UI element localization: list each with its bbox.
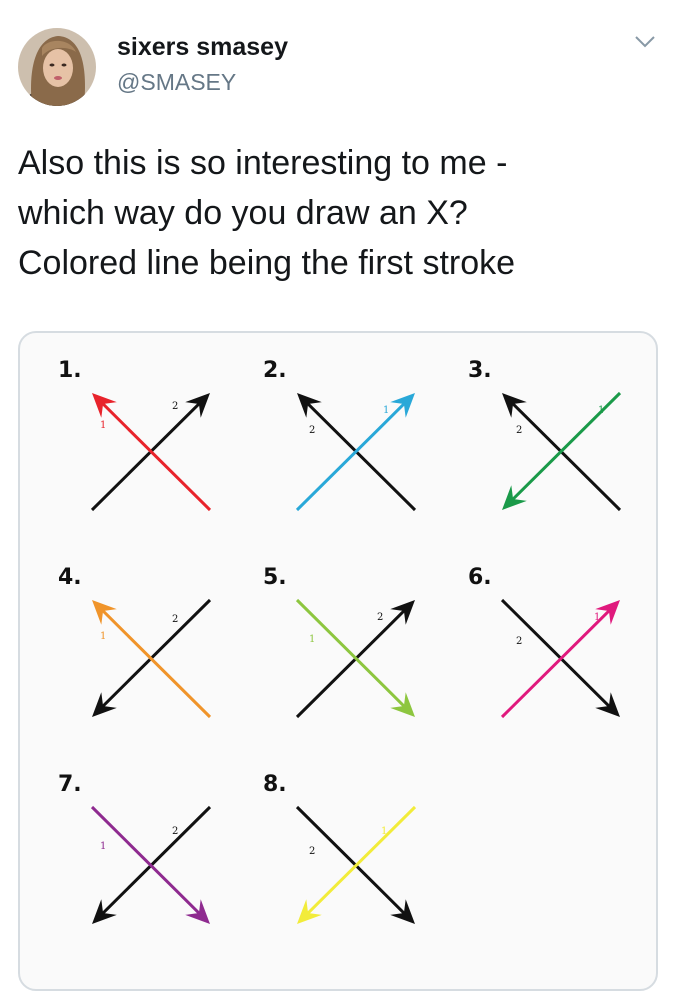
option-number: 1. bbox=[58, 358, 82, 383]
stroke-label-1: 1 bbox=[100, 841, 106, 852]
first-stroke bbox=[510, 391, 622, 502]
x-option-8: 8.12 bbox=[263, 772, 417, 924]
stroke-label-1: 1 bbox=[598, 405, 604, 416]
first-stroke-arrowhead bbox=[297, 899, 322, 924]
display-name[interactable]: sixers smasey bbox=[117, 33, 288, 61]
first-stroke bbox=[90, 805, 202, 916]
second-stroke bbox=[100, 805, 212, 916]
first-stroke bbox=[295, 401, 407, 512]
stroke-label-1: 1 bbox=[383, 405, 389, 416]
second-stroke-arrowhead bbox=[185, 393, 210, 418]
stroke-label-1: 1 bbox=[309, 634, 315, 645]
stroke-label-1: 1 bbox=[594, 612, 600, 623]
second-stroke bbox=[500, 598, 612, 709]
tweet-text-line: which way do you draw an X? bbox=[18, 194, 468, 232]
second-stroke-arrowhead bbox=[502, 393, 527, 418]
x-stroke-diagram: 1.122.123.124.125.126.127.128.12 bbox=[58, 358, 622, 924]
first-stroke bbox=[500, 608, 612, 719]
stroke-label-2: 2 bbox=[377, 612, 383, 623]
first-stroke-arrowhead bbox=[92, 393, 117, 418]
chevron-down-icon[interactable] bbox=[634, 34, 656, 50]
second-stroke bbox=[305, 401, 417, 512]
stroke-label-2: 2 bbox=[309, 425, 315, 436]
second-stroke-arrowhead bbox=[297, 393, 322, 418]
second-stroke-arrowhead bbox=[595, 692, 620, 717]
x-option-4: 4.12 bbox=[58, 565, 212, 719]
x-option-2: 2.12 bbox=[263, 358, 417, 512]
first-stroke bbox=[100, 401, 212, 512]
second-stroke-arrowhead bbox=[92, 899, 117, 924]
option-number: 5. bbox=[263, 565, 287, 590]
stroke-label-1: 1 bbox=[100, 420, 106, 431]
stroke-label-2: 2 bbox=[172, 401, 178, 412]
x-option-6: 6.12 bbox=[468, 565, 620, 719]
first-stroke-arrowhead bbox=[185, 899, 210, 924]
option-number: 3. bbox=[468, 358, 492, 383]
stroke-label-2: 2 bbox=[172, 614, 178, 625]
user-handle[interactable]: @SMASEY bbox=[117, 69, 237, 95]
second-stroke bbox=[295, 805, 407, 916]
option-number: 2. bbox=[263, 358, 287, 383]
stroke-label-1: 1 bbox=[100, 631, 106, 642]
first-stroke-arrowhead bbox=[502, 485, 527, 510]
stroke-label-2: 2 bbox=[516, 636, 522, 647]
first-stroke bbox=[100, 608, 212, 719]
first-stroke bbox=[295, 598, 407, 709]
stroke-label-1: 1 bbox=[381, 826, 387, 837]
tweet-text-line: Also this is so interesting to me - bbox=[18, 144, 508, 182]
second-stroke-arrowhead bbox=[92, 692, 117, 717]
second-stroke bbox=[510, 401, 622, 512]
stroke-label-2: 2 bbox=[516, 425, 522, 436]
x-option-5: 5.12 bbox=[263, 565, 415, 719]
first-stroke-arrowhead bbox=[390, 692, 415, 717]
first-stroke-arrowhead bbox=[92, 600, 117, 625]
option-number: 8. bbox=[263, 772, 287, 797]
x-option-7: 7.12 bbox=[58, 772, 212, 924]
first-stroke bbox=[305, 805, 417, 916]
stroke-label-2: 2 bbox=[172, 826, 178, 837]
avatar[interactable] bbox=[18, 28, 96, 106]
option-number: 7. bbox=[58, 772, 82, 797]
second-stroke-arrowhead bbox=[390, 899, 415, 924]
first-stroke-arrowhead bbox=[595, 600, 620, 625]
x-option-3: 3.12 bbox=[468, 358, 622, 512]
option-number: 6. bbox=[468, 565, 492, 590]
tweet-header: sixers smasey @SMASEY bbox=[0, 0, 678, 120]
first-stroke-arrowhead bbox=[390, 393, 415, 418]
second-stroke-arrowhead bbox=[390, 600, 415, 625]
second-stroke bbox=[100, 598, 212, 709]
second-stroke bbox=[90, 401, 202, 512]
tweet-text-line: Colored line being the first stroke bbox=[18, 244, 516, 282]
avatar-image bbox=[18, 28, 96, 106]
x-option-1: 1.12 bbox=[58, 358, 212, 512]
tweet-text: Also this is so interesting to me - whic… bbox=[18, 138, 668, 288]
stroke-label-2: 2 bbox=[309, 846, 315, 857]
second-stroke bbox=[295, 608, 407, 719]
option-number: 4. bbox=[58, 565, 82, 590]
